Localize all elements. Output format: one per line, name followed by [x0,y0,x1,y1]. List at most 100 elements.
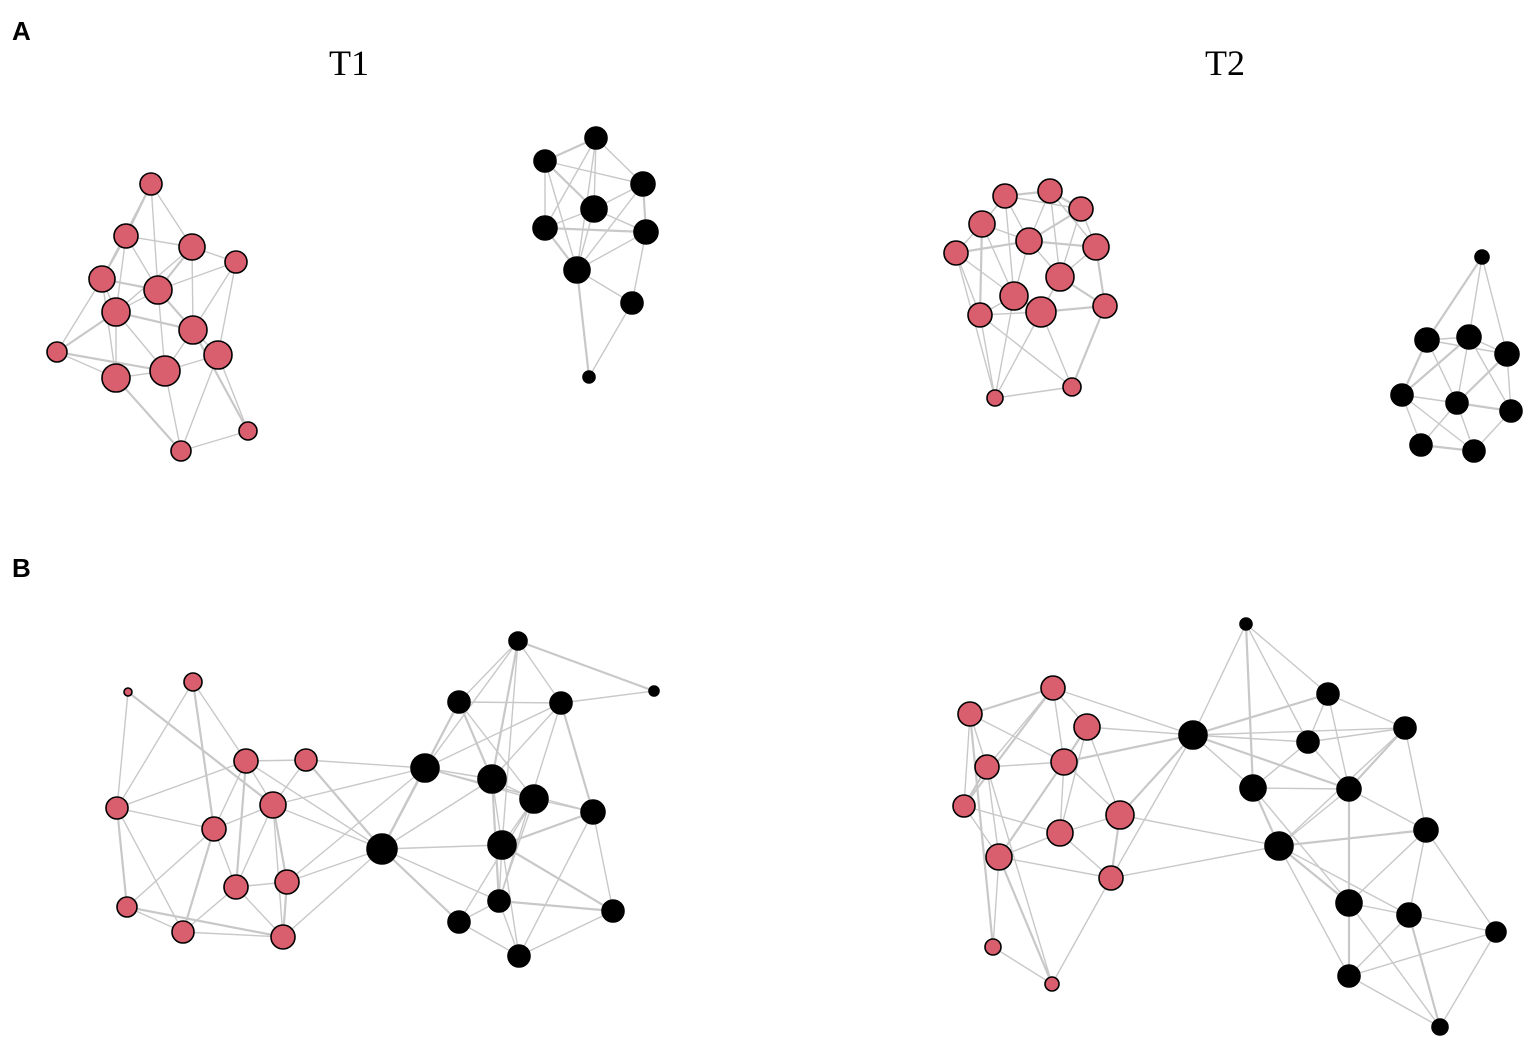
graph-b-t1-edge [286,848,383,883]
graph-b-t2-black-node [1396,902,1422,928]
graph-b-t1-red-node [105,796,129,820]
graph-a-t2-black-black-node [1494,341,1520,367]
graph-b-t1-edge [116,760,247,809]
graph-b-t1-black-node [507,944,531,968]
graph-b-t2-red-node [1105,800,1135,830]
graph-a-t1-red-red-node [101,363,131,393]
graph-b-t2-edge [1327,693,1350,790]
graph-b-t2-edge [992,946,1053,985]
graph-a-t2-red-edge [979,314,1073,388]
graph-b-t1-edge [458,640,519,703]
graph-b-t2-black-node [1264,831,1294,861]
graph-a-t2-red-edge [979,314,996,399]
graph-a-t2-red-edge [1070,305,1107,388]
graph-b-t1-edge [305,759,426,769]
graph-b-t2-edge [1086,726,1194,736]
graph-b-t1-black-node [648,685,660,697]
graph-a-t2-red-edge [994,276,1061,399]
graph-b-t2-edge [1408,914,1497,933]
graph-b-t2-black-node [1296,730,1320,754]
graph-b-t1-edge [245,760,383,850]
graph-b-t2-edge [1348,914,1410,977]
graph-a-t1-red-red-node [143,275,173,305]
graph-b-t2-edge [1327,693,1406,729]
graph-b-t2-edge [992,856,1000,948]
graph-b-t1-red-node [116,896,138,918]
graph-b-t2-black-node [1239,774,1267,802]
graph-a-t2-black-edge [1401,394,1475,452]
graph-b-t2-edge [1244,623,1255,789]
graph-b-t1-edge [191,681,216,830]
graph-a-t2-black-black-node [1499,399,1523,423]
graph-a-t1-black-black-node [582,370,596,384]
graph-a-t2-red-red-node [986,389,1004,407]
graph-b-t2-edge [969,713,1065,763]
graph-b-t2-edge [1307,727,1406,743]
graph-b-t1-edge [126,905,284,939]
graph-b-t2-red-node [1073,713,1101,741]
graph-b-t2-edge [1278,828,1427,848]
graph-b-t1-edge [116,807,184,933]
graph-b-t1-red-node [123,687,133,697]
graph-a-t1-black-edge [544,226,647,234]
graph-b-t2-edge [1245,623,1309,743]
graph-a-t2-red-red-node [1025,296,1057,328]
column-title-t2: T2 [1205,43,1245,83]
graph-b-t2-edge [998,856,1112,879]
graph-a-t1-black-black-node [633,219,659,245]
graph-b-t1-black-node [447,910,471,934]
graph-b-t2-black-node [1337,964,1361,988]
graph-a-t2-red-edge [994,295,1015,399]
graph-b-t1-edge [498,899,614,913]
graph-a-t1-red-red-node [224,250,248,274]
graph-a-t2-black-edge [1481,256,1508,355]
graph-a-t1-red-edge [180,354,219,452]
graph-a-t2-red-red-node [999,281,1029,311]
graph-b-t2-red-node [957,701,983,727]
graph-b-t2-edge [1252,787,1350,904]
graph-b-t2-edge [1051,877,1112,985]
graph-b-t2-edge [1192,727,1406,736]
graph-b-t1-edge [560,690,655,704]
graph-a-t1-red-red-node [178,315,208,345]
graph-a-t2-black-black-node [1474,249,1490,265]
graph-a-t1-red-red-node [113,223,139,249]
graph-a-t1-black-edge [588,302,633,378]
graph-a-t1-red-edge [180,430,249,452]
graph-a-t1-red-red-node [88,265,116,293]
graph-b-t1-edge [518,910,614,957]
graph-a-t2-red-red-node [1092,293,1118,319]
graph-b-t2-edge [1278,788,1350,847]
graph-b-t1-black-node [601,899,625,923]
graph-b-t2-edge [1439,931,1497,1028]
graph-b-t1-red-node [270,924,296,950]
graph-b-t2-black-node [1393,716,1417,740]
graph-a-t1-black-edge [576,183,644,271]
graph-b-t1-edge [181,828,216,933]
graph-b-t2-edge [1252,787,1350,790]
graph-b-t1-edge [501,640,519,846]
graph-b-t2-edge [1407,914,1442,1028]
graph-b-t1-edge [126,828,215,908]
graph-b-t1-black-node [487,889,511,913]
graph-a-t1-red-red-node [203,340,233,370]
graph-b-t1-red-node [223,874,249,900]
graph-a-t1-black-black-node [533,149,557,173]
graph-b-t2-red-node [1050,748,1078,776]
graph-a-t2-red-red-node [943,240,969,266]
graph-b-t2-edge [1278,845,1410,916]
graph-b-t1-red-node [259,791,287,819]
graph-b-t2-edge [1110,845,1280,879]
graph-b-t1-red-node [171,920,195,944]
graph-a-t1-red-red-node [178,233,206,261]
graph-b-t1-red-node [201,816,227,842]
graph-a-t1-red-red-node [238,421,258,441]
graph-b-t2-edge [1192,733,1350,791]
graph-b-t2-edge [1192,623,1247,736]
graph-b-t1-black-node [508,631,528,651]
graph-b-t1-edge [498,798,535,902]
graph-a-t2-black-edge [1426,256,1483,341]
graph-b-t1-edge [192,681,247,762]
graph-b-t1-black-node [487,830,517,860]
